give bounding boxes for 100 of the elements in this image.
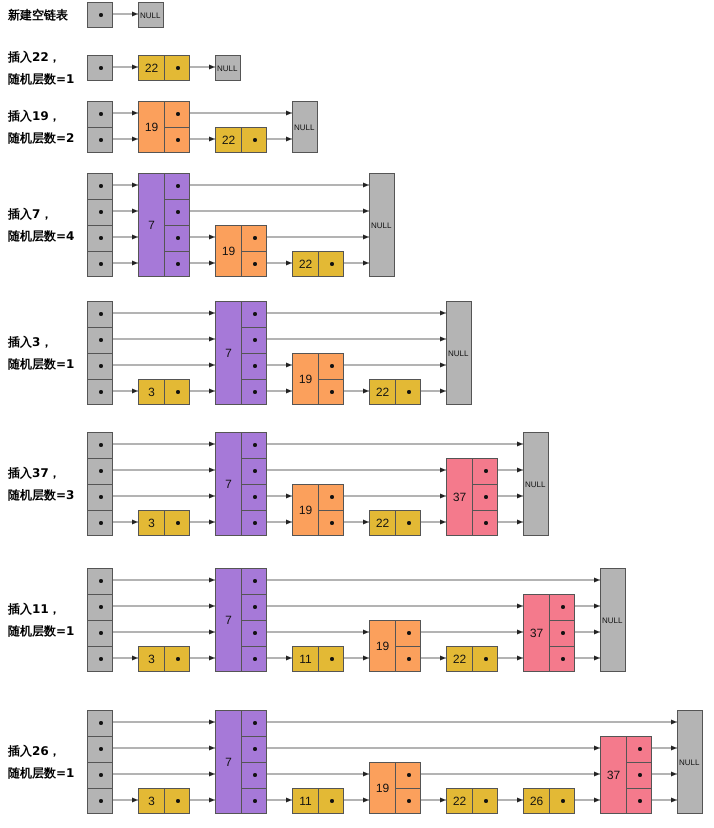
- null-label: NULL: [679, 758, 700, 766]
- list-node: [138, 510, 190, 536]
- pointer-arrow: [574, 798, 600, 802]
- null-label: NULL: [525, 480, 546, 488]
- pointer-arrow: [344, 388, 370, 394]
- list-node: [292, 788, 344, 814]
- list-node: [446, 788, 498, 814]
- pointer-arrow: [266, 442, 524, 446]
- pointer-arrow: [344, 520, 370, 524]
- pointer-arrow: [420, 630, 524, 634]
- node-value: 37: [606, 768, 622, 782]
- list-node: [600, 736, 652, 814]
- pointer-arrow: [266, 362, 292, 368]
- list-node: [215, 568, 267, 672]
- list-node: [138, 379, 190, 405]
- pointer-arrow: [112, 336, 216, 342]
- pointer-arrow: [112, 136, 138, 142]
- pointer-arrow: [112, 494, 216, 498]
- null-label: NULL: [448, 348, 468, 358]
- node-value: 7: [224, 477, 233, 491]
- pointer-arrow: [112, 798, 138, 802]
- pointer-arrow: [112, 182, 138, 188]
- pointer-arrow: [112, 442, 216, 446]
- pointer-arrow: [112, 12, 138, 16]
- pointer-arrow: [420, 520, 446, 524]
- step-caption: 插入7，随机层数=4: [8, 206, 76, 245]
- pointer-arrow: [112, 388, 138, 394]
- null-node: [523, 432, 549, 536]
- pointer-arrow: [420, 388, 446, 394]
- list-node: [523, 594, 575, 672]
- pointer-arrow: [112, 772, 216, 776]
- pointer-arrow: [112, 208, 138, 214]
- node-value: 22: [298, 257, 314, 271]
- null-node: [138, 2, 164, 28]
- pointer-arrow: [190, 260, 216, 266]
- list-node: [215, 127, 267, 153]
- pointer-arrow: [266, 310, 446, 316]
- pointer-arrow: [190, 182, 370, 188]
- node-value: 19: [144, 120, 160, 134]
- pointer-arrow: [112, 746, 216, 750]
- list-node: [138, 101, 190, 153]
- pointer-arrow: [112, 310, 216, 316]
- node-value: 22: [452, 652, 468, 666]
- list-node: [369, 510, 421, 536]
- step-caption: 插入37，随机层数=3: [8, 465, 76, 504]
- pointer-arrow: [266, 520, 292, 524]
- pointer-arrow: [344, 494, 446, 498]
- pointer-arrow: [112, 604, 216, 608]
- null-label: NULL: [217, 64, 238, 72]
- pointer-arrow: [574, 604, 600, 608]
- list-node: [369, 762, 421, 814]
- head-node: [87, 101, 113, 153]
- node-value: 19: [298, 372, 314, 386]
- null-label: NULL: [602, 616, 622, 624]
- pointer-arrow: [266, 720, 678, 724]
- node-value: 7: [224, 613, 233, 627]
- node-value: 11: [298, 794, 313, 808]
- node-value: 3: [147, 652, 156, 666]
- head-node: [87, 432, 113, 536]
- pointer-arrow: [190, 798, 216, 802]
- pointer-arrow: [112, 110, 138, 116]
- node-value: 22: [220, 133, 236, 147]
- null-label: NULL: [294, 122, 314, 132]
- pointer-arrow: [498, 656, 524, 660]
- null-node: [677, 710, 703, 814]
- pointer-arrow: [266, 494, 292, 498]
- pointer-arrow: [344, 656, 370, 660]
- node-value: 19: [374, 639, 390, 653]
- node-value: 11: [298, 652, 313, 666]
- list-node: [138, 55, 190, 81]
- pointer-arrow: [498, 468, 524, 472]
- pointer-arrow: [112, 260, 138, 266]
- head-node: [87, 2, 113, 28]
- pointer-arrow: [266, 468, 446, 472]
- pointer-arrow: [190, 388, 216, 394]
- pointer-arrow: [344, 260, 370, 266]
- null-node: [446, 301, 472, 405]
- node-value: 19: [298, 503, 314, 517]
- pointer-arrow: [420, 656, 446, 660]
- pointer-arrow: [266, 772, 370, 776]
- pointer-arrow: [190, 234, 216, 240]
- pointer-arrow: [266, 388, 292, 394]
- step-caption: 插入22，随机层数=1: [8, 49, 76, 88]
- pointer-arrow: [420, 772, 600, 776]
- pointer-arrow: [266, 798, 292, 802]
- head-node: [87, 55, 113, 81]
- pointer-arrow: [574, 630, 600, 634]
- head-node: [87, 568, 113, 672]
- node-value: 7: [224, 346, 233, 360]
- pointer-arrow: [112, 520, 138, 524]
- pointer-arrow: [498, 798, 524, 802]
- pointer-arrow: [112, 630, 216, 634]
- list-node: [138, 646, 190, 672]
- pointer-arrow: [266, 136, 292, 142]
- list-node: [138, 788, 190, 814]
- node-value: 7: [147, 218, 156, 232]
- node-value: 37: [528, 626, 544, 640]
- pointer-arrow: [266, 746, 600, 750]
- pointer-arrow: [190, 656, 216, 660]
- node-value: 26: [528, 794, 544, 808]
